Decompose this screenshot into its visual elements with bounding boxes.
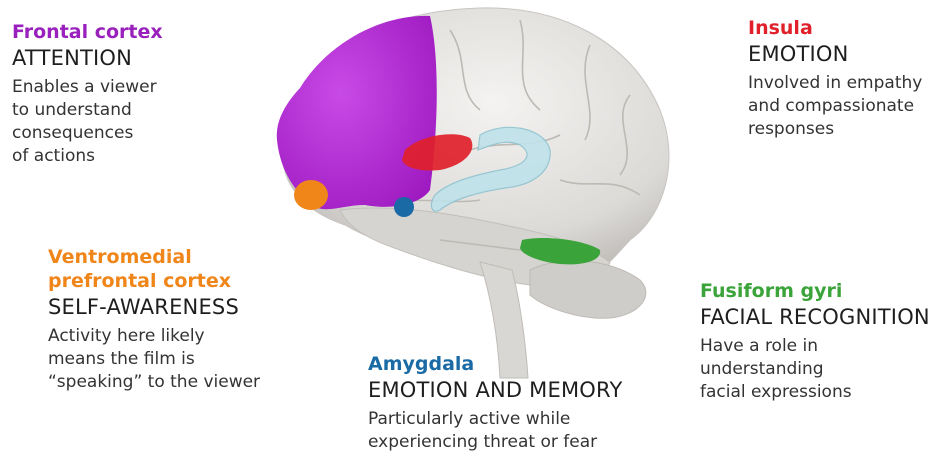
desc-line: Enables a viewer (12, 76, 232, 99)
region-function: EMOTION (748, 40, 946, 68)
desc-line: Particularly active while (368, 408, 658, 431)
desc-line: and compassionate (748, 95, 946, 118)
region-function: SELF-AWARENESS (48, 293, 318, 321)
region-description: Activity here likely means the film is “… (48, 325, 318, 394)
desc-line: Involved in empathy (748, 72, 946, 95)
desc-line: means the film is (48, 348, 318, 371)
region-name: Frontal cortex (12, 20, 232, 44)
region-name: Insula (748, 16, 946, 40)
desc-line: of actions (12, 145, 232, 168)
desc-line: understanding (700, 358, 946, 381)
region-description: Involved in empathy and compassionate re… (748, 72, 946, 141)
vmpfc-callout: Ventromedial prefrontal cortex SELF-AWAR… (48, 245, 318, 394)
region-description: Have a role in understanding facial expr… (700, 335, 946, 404)
region-function: FACIAL RECOGNITION (700, 303, 946, 331)
desc-line: to understand (12, 99, 232, 122)
region-description: Particularly active while experiencing t… (368, 408, 658, 454)
desc-line: facial expressions (700, 381, 946, 404)
desc-line: consequences (12, 122, 232, 145)
region-name-line: Ventromedial (48, 245, 318, 269)
desc-line: Have a role in (700, 335, 946, 358)
desc-line: experiencing threat or fear (368, 431, 658, 454)
desc-line: “speaking” to the viewer (48, 371, 318, 394)
desc-line: responses (748, 118, 946, 141)
region-name-line: prefrontal cortex (48, 269, 318, 293)
insula-callout: Insula EMOTION Involved in empathy and c… (748, 16, 946, 141)
frontal-cortex-callout: Frontal cortex ATTENTION Enables a viewe… (12, 20, 232, 168)
amygdala-highlight (394, 197, 414, 217)
frontal-cortex-highlight (277, 16, 437, 209)
region-function: ATTENTION (12, 44, 232, 72)
amygdala-callout: Amygdala EMOTION AND MEMORY Particularly… (368, 352, 658, 454)
region-function: EMOTION AND MEMORY (368, 376, 658, 404)
fusiform-gyri-callout: Fusiform gyri FACIAL RECOGNITION Have a … (700, 279, 946, 404)
region-name: Ventromedial prefrontal cortex (48, 245, 318, 293)
region-name: Amygdala (368, 352, 658, 376)
region-name: Fusiform gyri (700, 279, 946, 303)
cerebellum (530, 261, 646, 319)
region-description: Enables a viewer to understand consequen… (12, 76, 232, 168)
desc-line: Activity here likely (48, 325, 318, 348)
vmpfc-highlight (294, 180, 328, 210)
